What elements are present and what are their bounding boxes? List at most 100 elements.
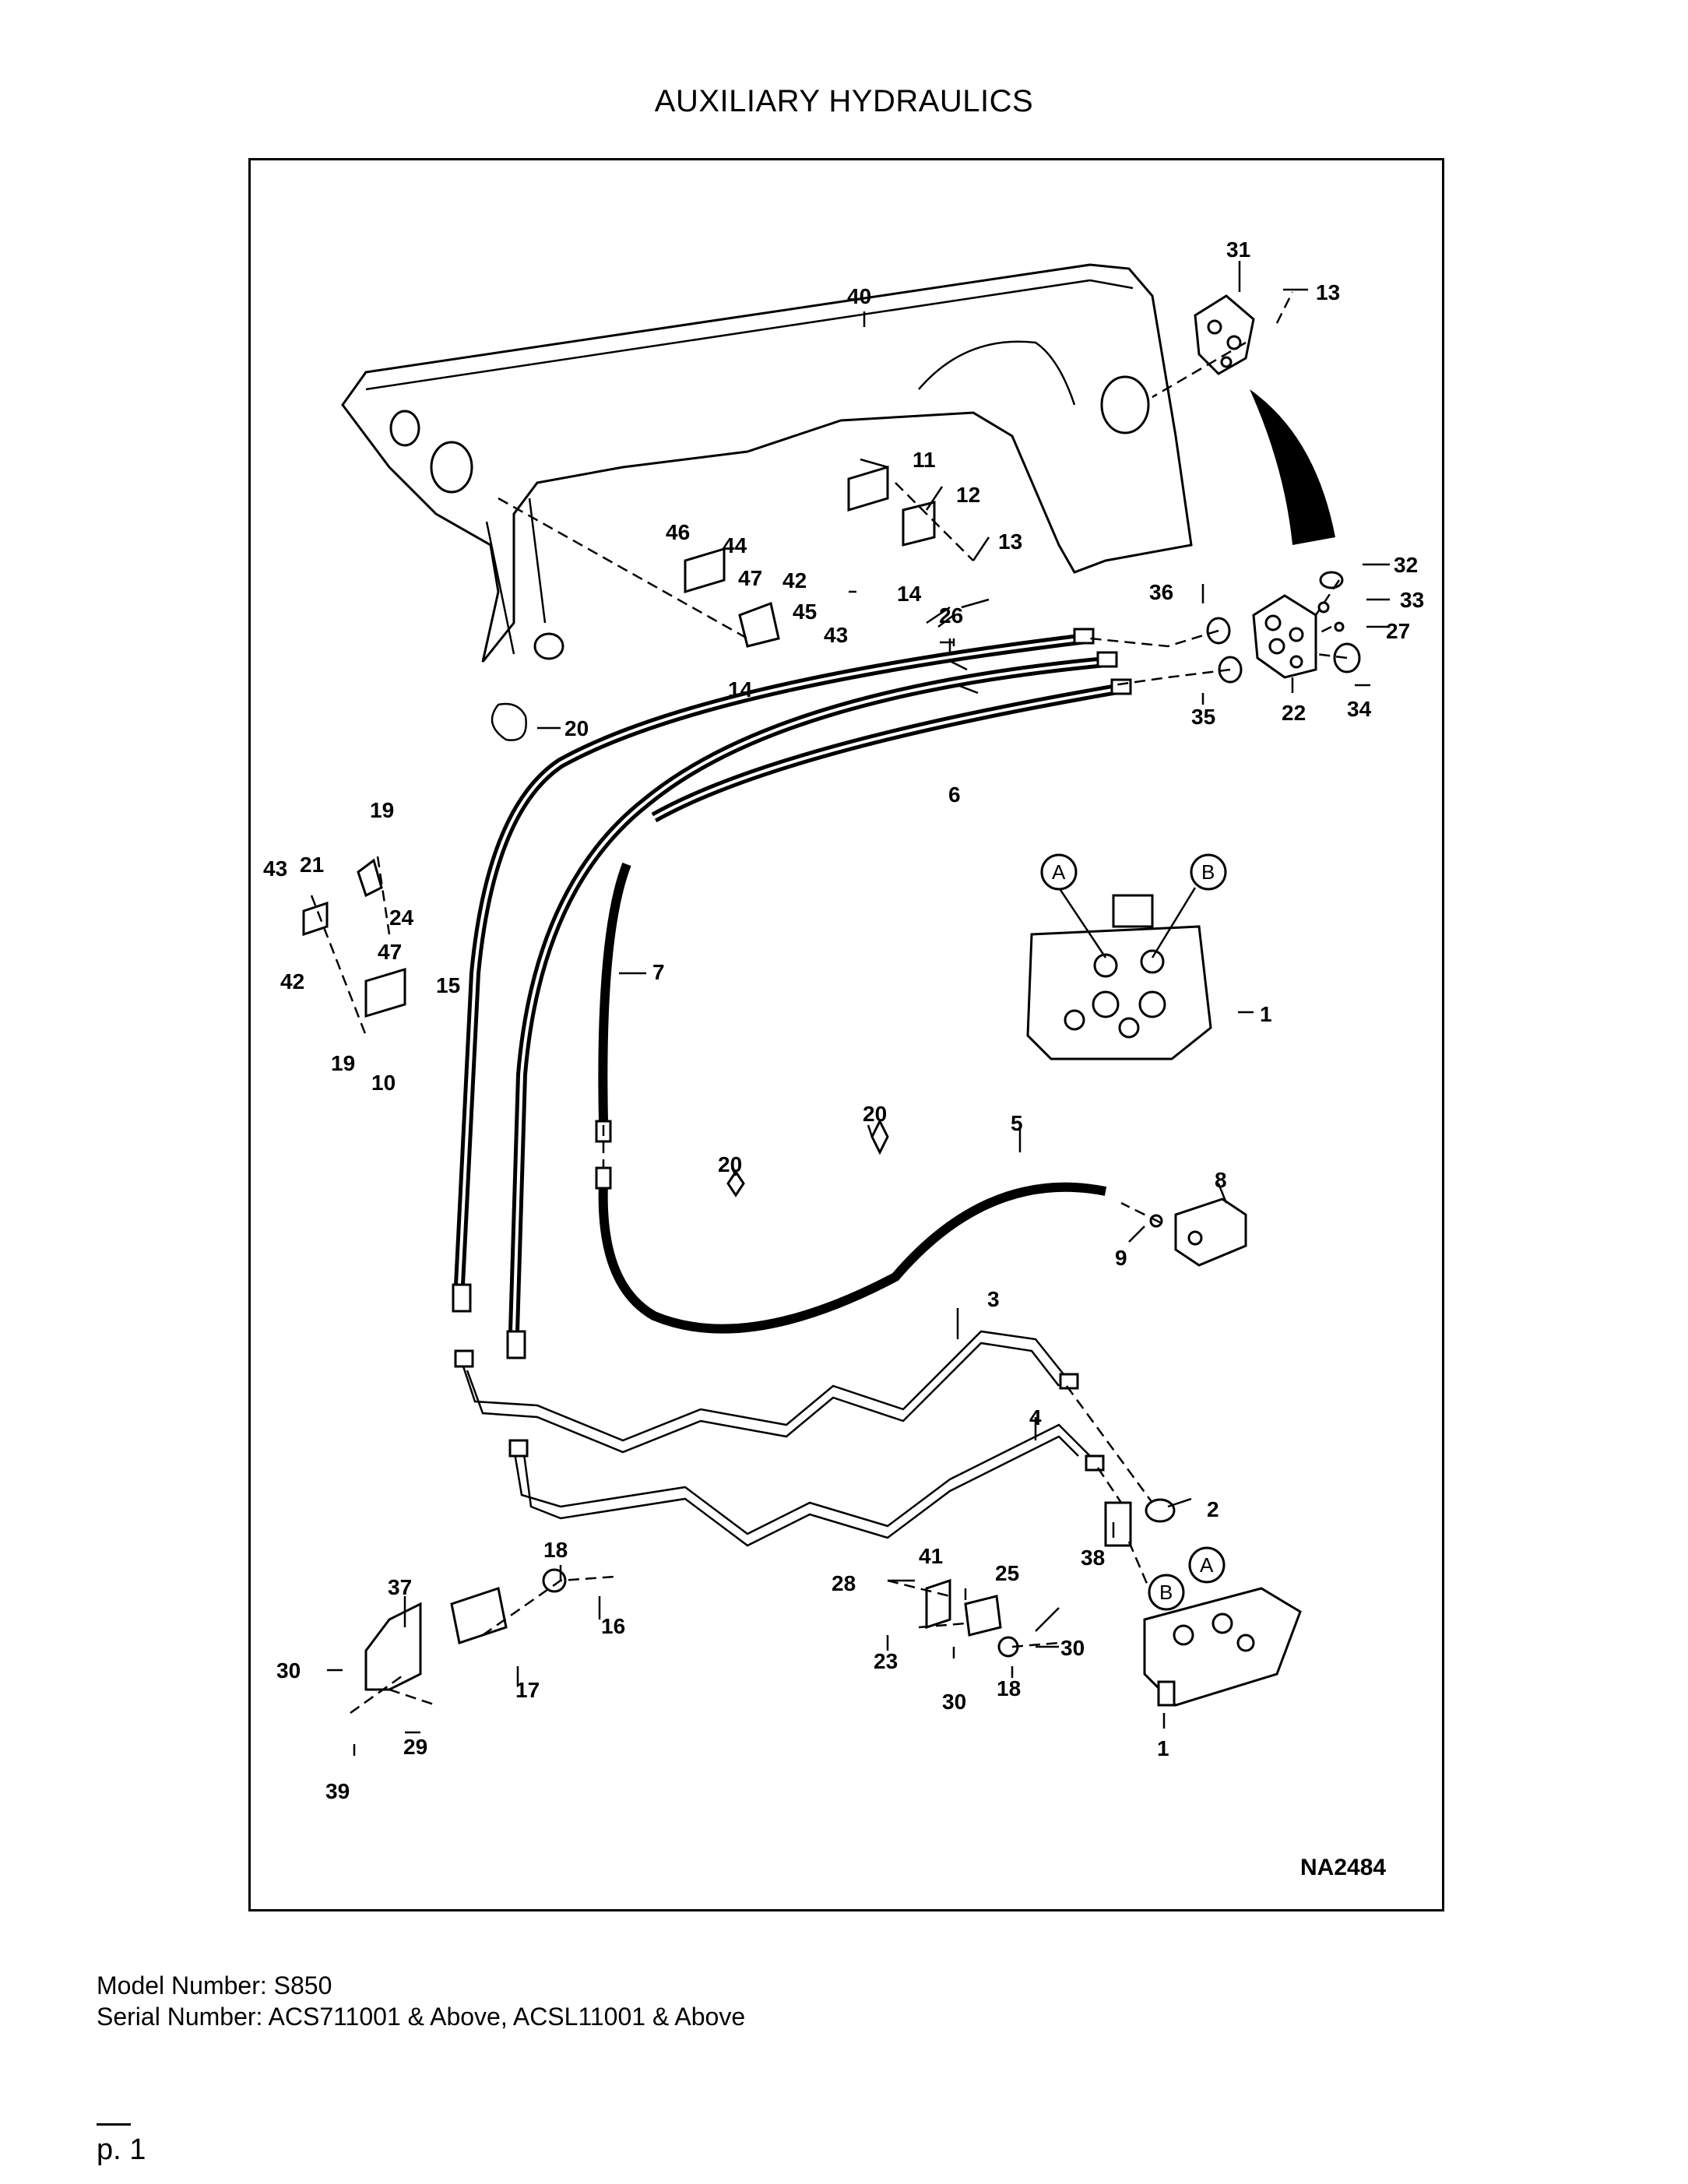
callout-20: 20 [718,1152,742,1176]
callout-37: 37 [388,1575,412,1599]
callout-32: 32 [1394,553,1418,577]
tube-3 [458,1330,1067,1454]
callout-14: 14 [897,582,922,606]
callout-17: 17 [515,1678,540,1702]
control-valve-detail [1026,887,1212,1060]
callout-39: 39 [325,1779,350,1803]
callout-45: 45 [793,600,817,624]
svg-text:A: A [1200,1553,1214,1577]
drawing-id: NA2484 [1300,1855,1386,1880]
callout-4: 4 [1029,1405,1042,1430]
callout-16: 16 [601,1614,625,1638]
callout-29: 29 [403,1735,427,1759]
callout-23: 23 [874,1649,898,1673]
callout-43: 43 [824,623,848,647]
callout-18: 18 [997,1676,1021,1700]
callout-31: 31 [1226,237,1250,262]
callout-22: 22 [1282,701,1306,725]
tube-4 [512,1423,1099,1547]
callout-15: 15 [436,973,460,997]
callout-2: 2 [1207,1497,1219,1521]
callout-36: 36 [1149,580,1173,604]
coupler-block-top [1194,294,1255,375]
model-number: Model Number: S850 [97,1971,332,1999]
callout-19: 19 [370,798,394,822]
hose-6-lower [651,684,1119,823]
hose-fitting [1110,678,1132,695]
tube-fitting [454,1349,474,1368]
lift-arm-part [341,263,1193,663]
callout-28: 28 [832,1571,856,1595]
callout-20: 20 [564,716,589,740]
clamp-loop [491,702,527,741]
callout-14: 14 [728,677,753,702]
callout-9: 9 [1115,1246,1127,1270]
svg-text:A: A [1052,860,1066,884]
callout-30: 30 [942,1690,966,1714]
callout-1: 1 [1260,1002,1272,1026]
tube-fitting [1059,1373,1079,1390]
callout-1: 1 [1157,1736,1169,1760]
callout-38: 38 [1081,1546,1105,1570]
callout-43: 43 [263,856,287,881]
page-divider [97,2123,131,2126]
hose-6-upper [508,656,1106,1332]
leader-lines [327,261,1390,1756]
callout-18: 18 [543,1538,568,1562]
part-callouts: 31 13 40 11 12 13 14 46 44 47 42 45 43 1… [263,237,1424,1803]
callout-10: 10 [371,1071,396,1095]
callout-12: 12 [956,483,980,507]
callout-41: 41 [919,1544,943,1568]
callout-42: 42 [782,568,807,593]
hose-fitting [506,1330,526,1359]
port-label-a-lower: A [1188,1546,1226,1584]
callout-27: 27 [1386,619,1410,643]
callout-7: 7 [652,960,665,984]
callout-44: 44 [723,533,747,557]
callout-47: 47 [378,940,402,964]
svg-text:B: B [1201,860,1215,884]
callout-42: 42 [280,969,304,994]
callout-30: 30 [1060,1636,1085,1660]
callout-6: 6 [948,783,961,807]
callout-20: 20 [863,1102,887,1126]
callout-47: 47 [738,566,762,590]
callout-40: 40 [847,284,871,308]
page-number: p. 1 [97,2133,146,2166]
callout-26: 26 [939,603,963,628]
shield-part [1250,389,1335,545]
port-label-b-upper: B [1190,853,1227,891]
manifold-8 [1149,1198,1247,1267]
control-valve-lower [1143,1587,1302,1707]
callout-35: 35 [1191,705,1215,729]
port-label-b-lower: B [1148,1574,1185,1611]
callout-8: 8 [1215,1168,1227,1192]
serial-number: Serial Number: ACS711001 & Above, ACSL11… [97,2003,746,2031]
callout-13: 13 [998,529,1022,554]
callout-19: 19 [331,1051,355,1075]
diagram-frame [248,158,1444,1911]
callout-11: 11 [913,448,936,472]
quick-couplers [1206,571,1361,684]
callout-46: 46 [666,520,690,544]
callout-13: 13 [1316,280,1340,304]
hose-26 [454,633,1087,1285]
hose-fitting [1096,651,1118,668]
coupler-block-22 [1252,594,1317,679]
hose-fitting [452,1283,472,1313]
tube-fitting [1085,1454,1105,1472]
hose-7 [598,862,1107,1334]
callout-24: 24 [389,906,414,930]
hose-fitting [1073,628,1095,645]
port-label-a-upper: A [1040,853,1078,891]
svg-text:B: B [1159,1581,1173,1604]
callout-3: 3 [987,1287,1000,1311]
callout-5: 5 [1011,1111,1023,1135]
tube-fitting [508,1439,529,1458]
page-title: AUXILIARY HYDRAULICS [654,84,1034,118]
callout-21: 21 [300,853,324,877]
callout-25: 25 [995,1561,1019,1585]
hose-fitting [595,1166,612,1190]
callout-30: 30 [276,1658,301,1683]
